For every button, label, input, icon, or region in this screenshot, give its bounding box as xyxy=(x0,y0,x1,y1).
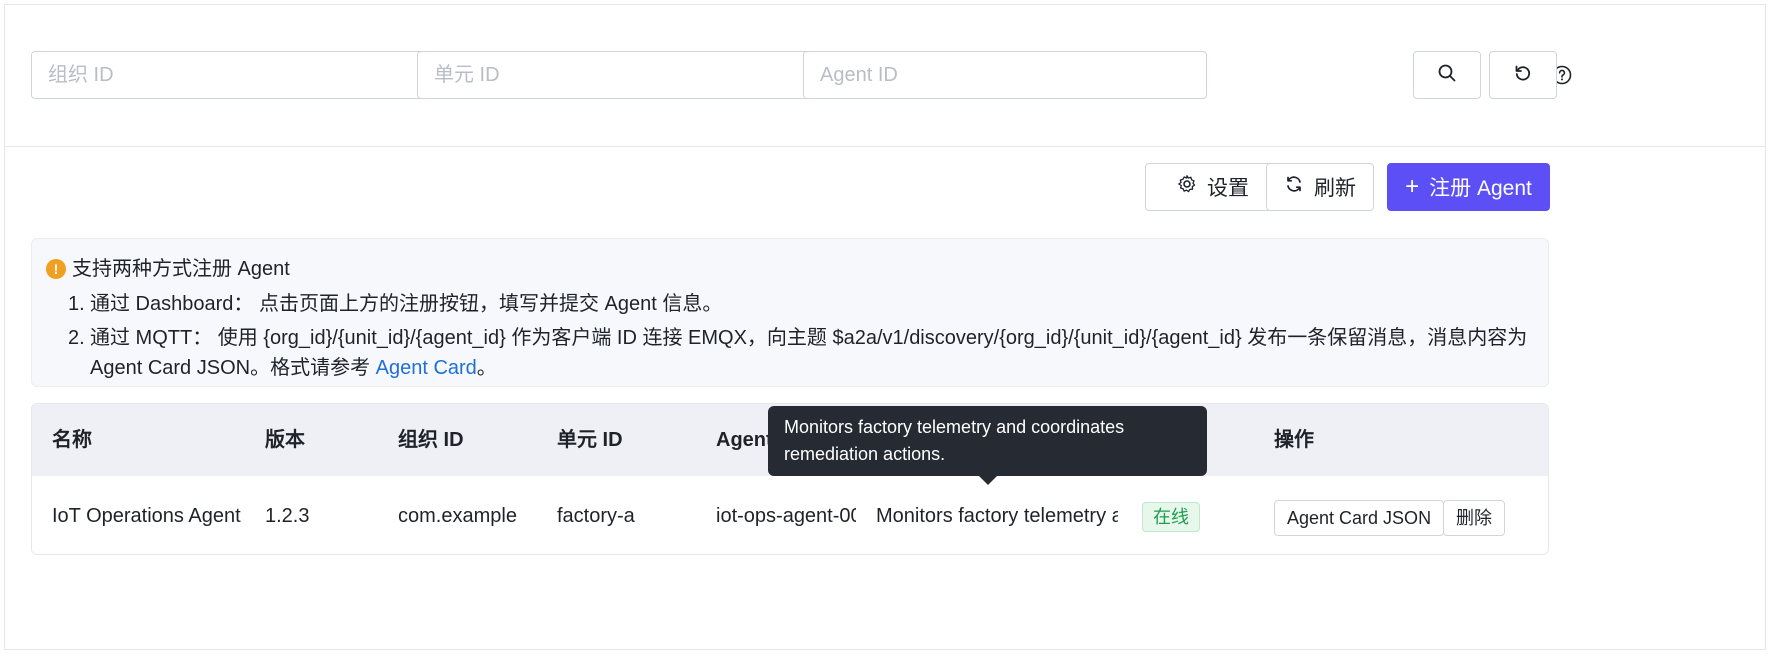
settings-button[interactable]: 设置 xyxy=(1145,163,1281,211)
refresh-label: 刷新 xyxy=(1314,177,1356,200)
reset-button[interactable] xyxy=(1489,51,1557,99)
header-actions: 操作 xyxy=(1274,429,1314,451)
refresh-icon xyxy=(1513,63,1533,88)
info-item-number: 1. xyxy=(68,293,85,315)
info-title: ! 支持两种方式注册 Agent xyxy=(46,253,1534,285)
info-title-text: 支持两种方式注册 Agent xyxy=(72,258,290,280)
gear-icon xyxy=(1177,174,1197,200)
register-agent-button[interactable]: + 注册 Agent xyxy=(1387,163,1550,211)
register-agent-label: 注册 Agent xyxy=(1429,177,1532,200)
info-box: ! 支持两种方式注册 Agent 1. 通过 Dashboard： 点击页面上方… xyxy=(31,238,1549,387)
table-row: IoT Operations Agent 1.2.3 com.example f… xyxy=(32,476,1548,554)
warning-icon: ! xyxy=(46,259,66,279)
settings-label: 设置 xyxy=(1207,177,1249,200)
cell-agent-id: iot-ops-agent-00 xyxy=(716,505,856,527)
page-frame: 设置 刷新 + 注册 Agent ! 支持两种方式注册 Agent 1. 通过 … xyxy=(4,4,1766,650)
info-item-text: 通过 MQTT： 使用 {org_id}/{unit_id}/{agent_id… xyxy=(90,327,1528,379)
delete-button[interactable]: 删除 xyxy=(1443,500,1505,536)
agent-card-link[interactable]: Agent Card xyxy=(375,357,477,379)
header-version: 版本 xyxy=(265,429,305,451)
description-tooltip: Monitors factory telemetry and coordinat… xyxy=(768,406,1207,476)
search-icon xyxy=(1437,63,1457,88)
unit-id-input[interactable] xyxy=(417,51,821,99)
cell-description[interactable]: Monitors factory telemetry and coordinat… xyxy=(876,505,1118,527)
info-item-text: 通过 Dashboard： 点击页面上方的注册按钮，填写并提交 Agent 信息… xyxy=(90,293,723,315)
header-agent-id: Agent xyxy=(716,429,773,451)
header-org-id: 组织 ID xyxy=(398,429,464,451)
info-list: 1. 通过 Dashboard： 点击页面上方的注册按钮，填写并提交 Agent… xyxy=(68,289,1534,383)
header-unit-id: 单元 ID xyxy=(557,429,623,451)
cell-org-id: com.example xyxy=(398,505,517,527)
refresh-button[interactable]: 刷新 xyxy=(1266,163,1374,211)
status-badge: 在线 xyxy=(1142,502,1200,532)
filter-bar xyxy=(5,5,1765,147)
info-item-end: 。 xyxy=(476,357,497,379)
info-item-1: 1. 通过 Dashboard： 点击页面上方的注册按钮，填写并提交 Agent… xyxy=(68,289,1534,319)
agent-id-input[interactable] xyxy=(803,51,1207,99)
cell-version: 1.2.3 xyxy=(265,505,310,527)
info-item-number: 2. xyxy=(68,327,85,349)
header-name: 名称 xyxy=(52,429,92,451)
cell-unit-id: factory-a xyxy=(557,505,635,527)
refresh-icon xyxy=(1284,174,1304,200)
tooltip-arrow xyxy=(978,475,998,485)
info-item-2: 2. 通过 MQTT： 使用 {org_id}/{unit_id}/{agent… xyxy=(68,323,1534,383)
plus-icon: + xyxy=(1405,173,1420,200)
cell-name: IoT Operations Agent xyxy=(52,505,241,527)
agent-card-json-button[interactable]: Agent Card JSON xyxy=(1274,500,1445,536)
search-button[interactable] xyxy=(1413,51,1481,99)
org-id-input[interactable] xyxy=(31,51,435,99)
